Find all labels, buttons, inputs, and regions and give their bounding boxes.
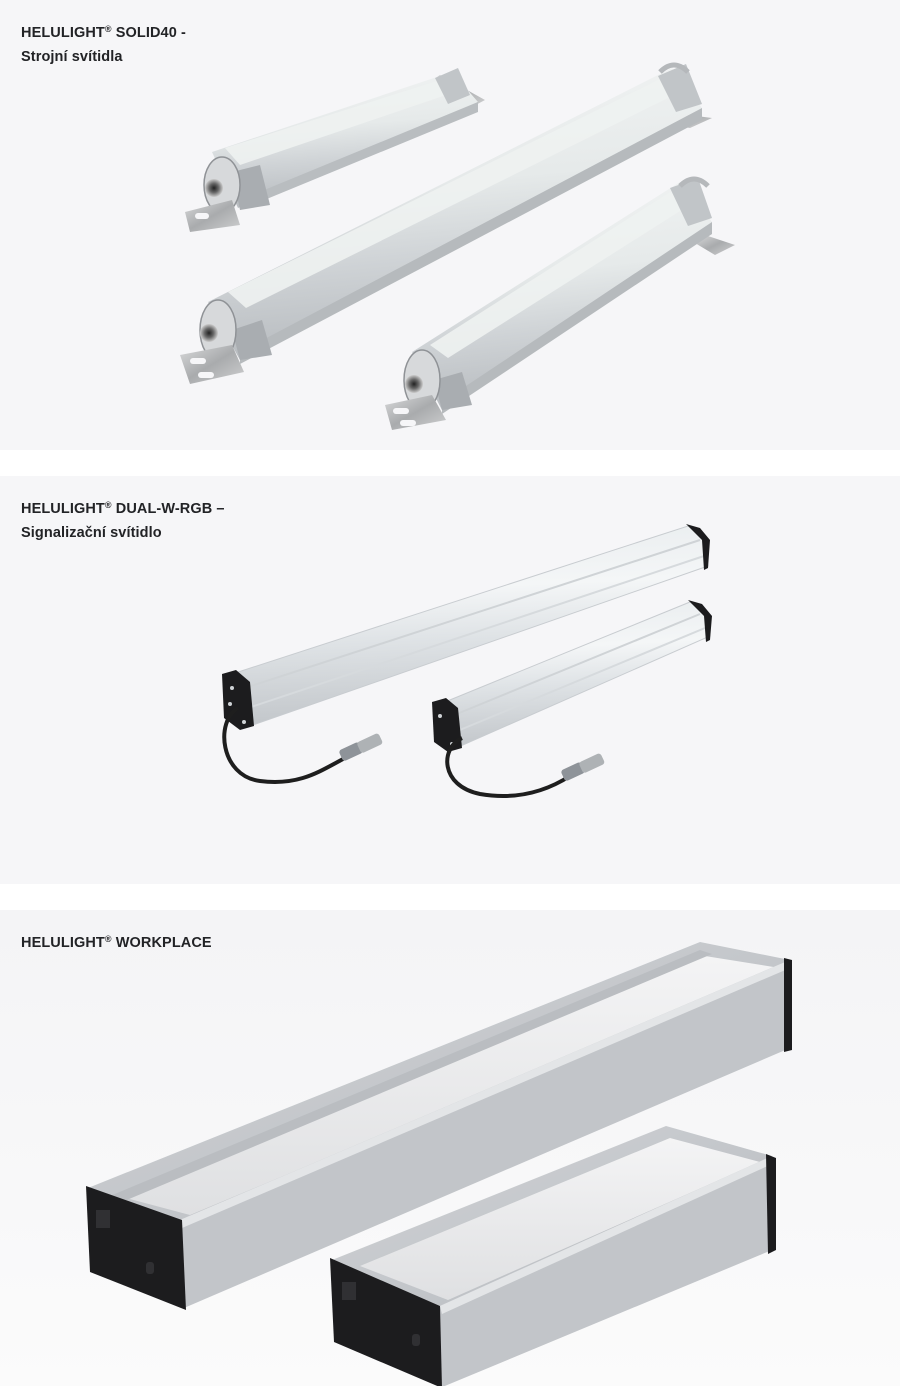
section-title: HELULIGHT® SOLID40 - Strojní svítidla <box>21 17 186 69</box>
title-line-1: HELULIGHT® DUAL-W-RGB – <box>21 493 225 521</box>
section-title: HELULIGHT® WORKPLACE <box>21 927 212 955</box>
solid40-lamp-short-top <box>185 68 485 232</box>
model-name: DUAL-W-RGB – <box>115 501 225 517</box>
model-name: WORKPLACE <box>115 935 212 951</box>
registered-mark: ® <box>104 500 112 510</box>
brand-name: HELULIGHT <box>21 935 105 951</box>
registered-mark: ® <box>104 934 112 944</box>
brand-name: HELULIGHT <box>21 501 105 517</box>
dual-lamp-short <box>432 600 712 798</box>
section-subtitle: Signalizační svítidlo <box>21 525 162 541</box>
model-name: SOLID40 - <box>115 25 186 41</box>
product-section-dual-w-rgb: HELULIGHT® DUAL-W-RGB – Signalizační sví… <box>0 476 900 884</box>
solid40-product-image <box>180 62 735 430</box>
product-section-workplace: HELULIGHT® WORKPLACE <box>0 910 900 1386</box>
workplace-lamp-long <box>86 942 792 1310</box>
section-title: HELULIGHT® DUAL-W-RGB – Signalizační sví… <box>21 493 225 545</box>
solid40-lamp-medium-right <box>385 176 735 430</box>
registered-mark: ® <box>104 24 112 34</box>
brand-name: HELULIGHT <box>21 25 105 41</box>
workplace-product-image <box>86 942 792 1386</box>
dual-w-rgb-product-image <box>222 524 712 798</box>
title-line-1: HELULIGHT® WORKPLACE <box>21 927 212 955</box>
section-subtitle: Strojní svítidla <box>21 49 123 65</box>
workplace-lamp-short <box>330 1126 776 1386</box>
product-section-solid40: HELULIGHT® SOLID40 - Strojní svítidla <box>0 0 900 450</box>
dual-lamp-long <box>222 524 710 784</box>
solid40-lamp-long-middle <box>180 62 712 384</box>
title-line-1: HELULIGHT® SOLID40 - <box>21 17 186 45</box>
